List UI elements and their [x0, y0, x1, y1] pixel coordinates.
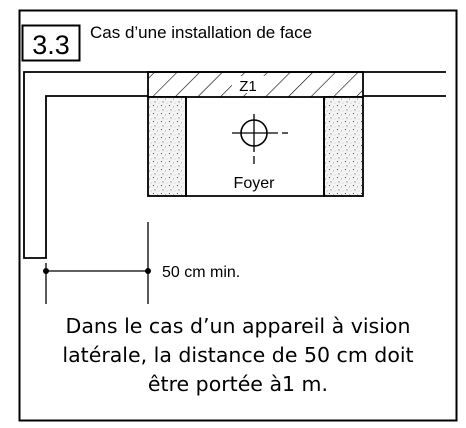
note-line: latérale, la distance de 50 cm doit [62, 343, 414, 367]
hearth-box [185, 97, 325, 197]
side-wall [23, 71, 446, 259]
diagram-title: Cas d’une installation de face [90, 23, 312, 42]
section-number-box [21, 24, 81, 62]
note-line: être portée à1 m. [147, 372, 329, 396]
outer-border [18, 9, 458, 422]
distance-label: 50 cm min. [162, 264, 240, 281]
hearth-label: Foyer [234, 175, 276, 192]
zone-z1-label-bg [232, 76, 266, 93]
note-line: Dans le cas d’un appareil à vision [65, 314, 411, 338]
left-side-block [147, 96, 187, 197]
dimension-dot-left [43, 268, 49, 274]
note-paragraph: Dans le cas d’un appareil à vision latér… [28, 312, 448, 399]
dimension-dot-right [145, 268, 151, 274]
right-side-block [323, 96, 364, 197]
section-number: 3.3 [32, 30, 70, 60]
zone-z1-label: Z1 [239, 78, 257, 95]
crosshair-icon [232, 114, 288, 164]
